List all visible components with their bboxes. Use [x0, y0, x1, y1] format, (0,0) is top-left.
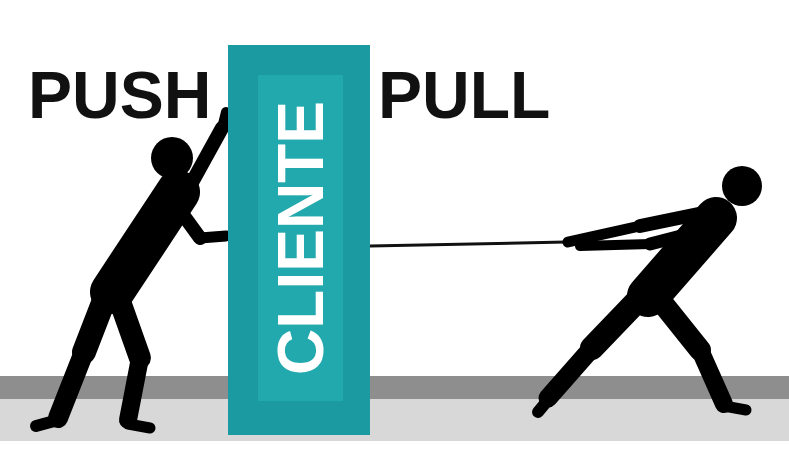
heading-label: PUSH — [28, 62, 211, 128]
vertical-label: CLIENTE — [269, 101, 333, 375]
pulling-man — [538, 166, 762, 412]
client-column: CLIENTE — [228, 45, 370, 435]
pushing-man — [36, 112, 226, 428]
heading-label: PULL — [378, 62, 550, 128]
inner-panel: CLIENTE — [258, 75, 343, 401]
ground-floor — [0, 399, 789, 441]
rope — [370, 242, 566, 246]
ground-strip — [0, 376, 789, 399]
